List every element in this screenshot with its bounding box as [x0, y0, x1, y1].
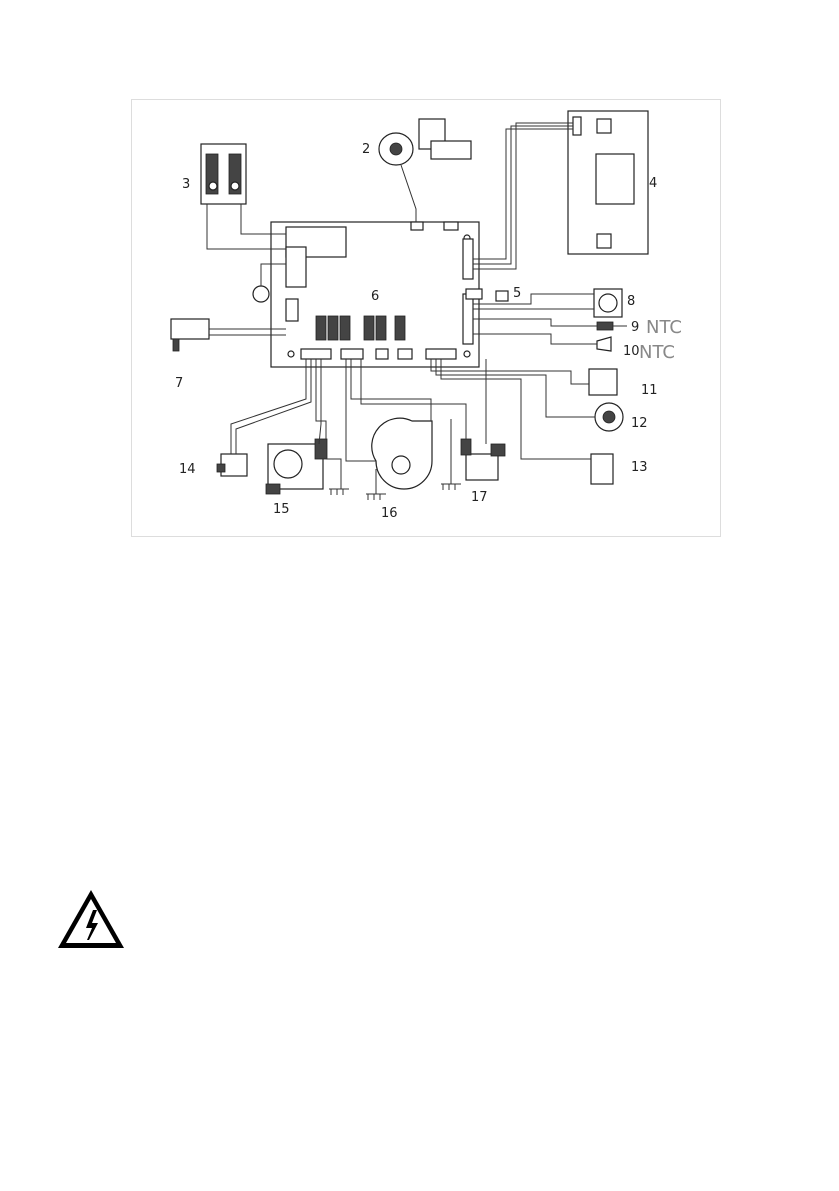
label-8: 8 — [627, 294, 635, 309]
label-6: 6 — [371, 289, 379, 304]
label-4: 4 — [649, 176, 657, 191]
label-15: 15 — [273, 502, 290, 517]
label-ntc-9: NTC — [646, 317, 682, 338]
control-board — [271, 222, 508, 367]
ignition-electrodes — [201, 144, 246, 204]
label-16: 16 — [381, 506, 398, 521]
label-11: 11 — [641, 383, 658, 398]
label-13: 13 — [631, 460, 648, 475]
label-5: 5 — [513, 286, 521, 301]
flow-switch — [589, 369, 617, 395]
display-panel — [568, 111, 648, 254]
label-ntc-10: NTC — [639, 342, 675, 363]
label-9: 9 — [631, 320, 639, 335]
high-voltage-warning-icon — [56, 888, 126, 950]
motor-14 — [217, 454, 247, 476]
circulation-pump — [266, 439, 327, 494]
label-3: 3 — [182, 177, 190, 192]
label-14: 14 — [179, 462, 196, 477]
label-12: 12 — [631, 416, 648, 431]
label-10: 10 — [623, 344, 640, 359]
label-7: 7 — [175, 376, 183, 391]
pressure-sensor — [595, 403, 623, 431]
wiring-diagram: 2 3 4 5 6 7 8 9 NTC 10 NTC 11 12 13 14 1… — [131, 99, 721, 537]
selector-knob — [594, 289, 622, 317]
pressure-switch — [591, 454, 613, 484]
label-17: 17 — [471, 490, 488, 505]
label-2: 2 — [362, 142, 370, 157]
